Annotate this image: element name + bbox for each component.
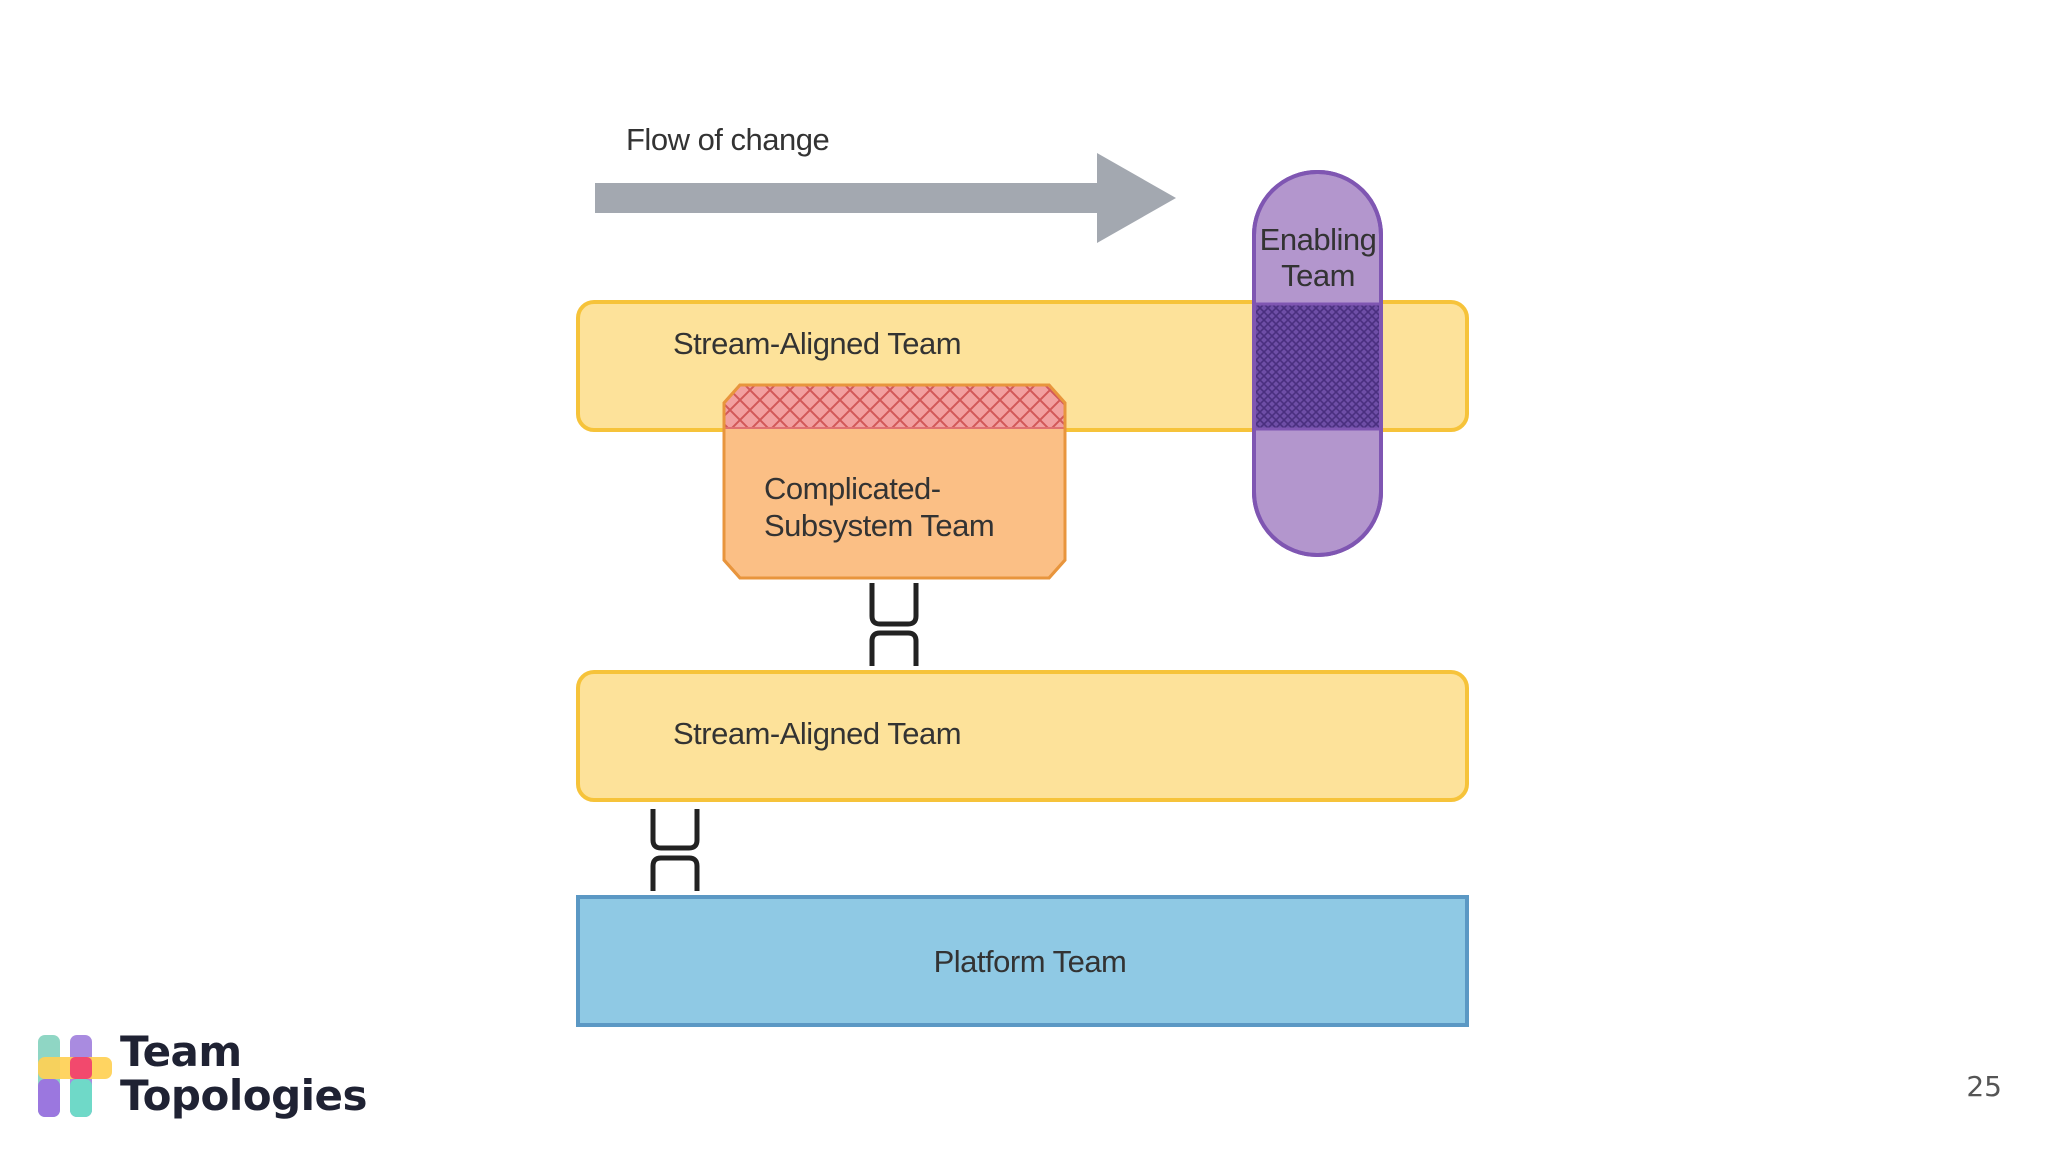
slide-page-number: 25 — [1966, 1070, 2002, 1103]
enabling-team-label-line1: Enabling — [1260, 222, 1377, 257]
xaas-connector-icon — [650, 809, 700, 891]
enabling-team-overlap-hatch — [1255, 304, 1380, 429]
platform-team-label: Platform Team — [934, 944, 1127, 979]
complicated-subsystem-team: Complicated- Subsystem Team — [722, 383, 1067, 580]
team-topologies-logo-icon — [38, 1035, 112, 1117]
complicated-subsystem-label-line2: Subsystem Team — [764, 508, 994, 543]
flow-of-change: Flow of change — [595, 122, 1176, 243]
brand-name: Team Topologies — [120, 1027, 368, 1120]
flow-arrow-icon — [595, 153, 1176, 243]
stream-aligned-team-bottom-label: Stream-Aligned Team — [673, 716, 961, 751]
complicated-subsystem-overlap-hatch — [723, 384, 1066, 429]
xaas-connector-icon — [869, 583, 919, 666]
stream-aligned-team-top-label: Stream-Aligned Team — [673, 326, 961, 361]
enabling-team: Enabling Team — [1252, 170, 1383, 557]
flow-label: Flow of change — [626, 122, 829, 157]
platform-team — [576, 895, 1469, 1027]
brand-name-line2: Topologies — [120, 1071, 368, 1120]
complicated-subsystem-label-line1: Complicated- — [764, 471, 941, 506]
brand-name-line1: Team — [120, 1027, 242, 1076]
brand-logo: Team Topologies — [38, 1030, 368, 1130]
stream-aligned-team-bottom — [576, 670, 1469, 802]
enabling-team-label-line2: Team — [1281, 258, 1355, 293]
